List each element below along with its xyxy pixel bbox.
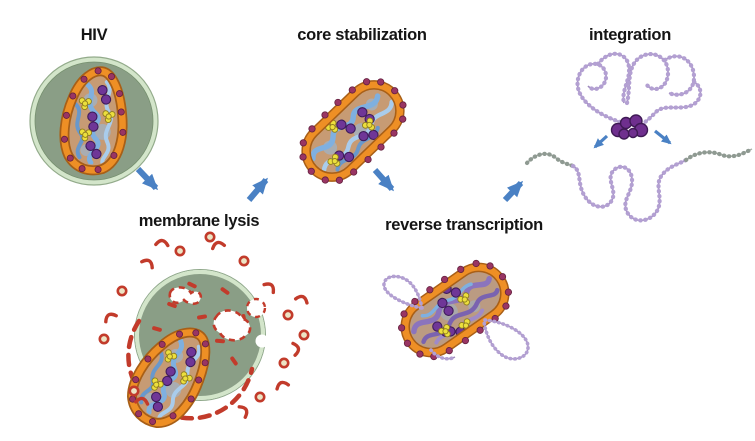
hiv-virion-illustration <box>29 56 159 186</box>
membrane-lysis-illustration <box>98 231 311 438</box>
arrow-rt-to-integration <box>502 180 524 203</box>
membrane-holes <box>168 286 269 348</box>
capsid-dna-content <box>411 275 500 345</box>
reverse-transcription-illustration <box>384 247 530 373</box>
arrow-integrase-to-host-right <box>654 129 672 145</box>
label-membrane-lysis: membrane lysis <box>138 212 260 230</box>
flow-arrows <box>135 166 524 203</box>
label-integration: integration <box>589 26 671 44</box>
lysing-envelope-edge <box>134 269 266 401</box>
viral-dna-strand <box>578 54 701 122</box>
integrase-complex <box>610 114 649 140</box>
core-stabilization-illustration <box>285 64 421 198</box>
label-reverse-transcription: reverse transcription <box>385 216 543 234</box>
arrow-lysis-to-core <box>246 177 269 202</box>
label-core-stabilization: core stabilization <box>297 26 427 44</box>
label-hiv: HIV <box>80 26 108 44</box>
integration-illustration <box>527 54 752 221</box>
arrow-integrase-to-host-left <box>593 134 609 149</box>
arrow-hiv-to-lysis <box>135 166 159 191</box>
host-dna-strand <box>527 149 752 220</box>
arrow-core-to-rt <box>372 167 395 192</box>
